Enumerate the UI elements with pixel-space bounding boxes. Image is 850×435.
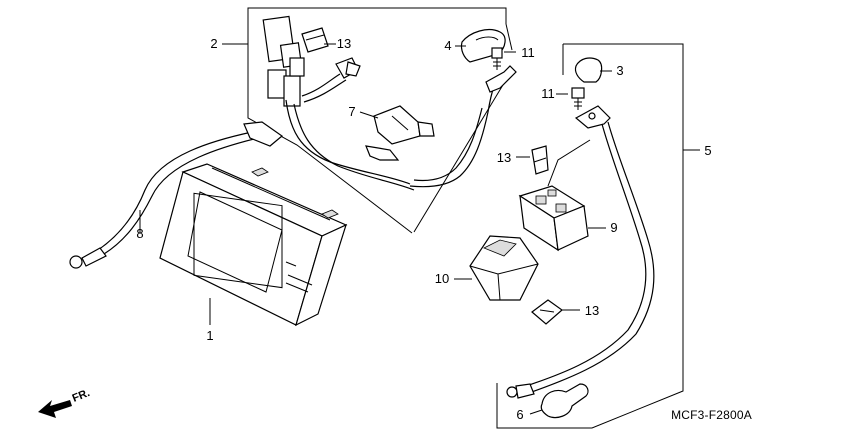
front-arrow-icon: FR. xyxy=(38,387,92,418)
fuse-middle xyxy=(531,145,549,175)
relay-cover xyxy=(469,235,539,301)
terminal-cover-6 xyxy=(540,383,589,419)
positive-cable xyxy=(506,105,655,399)
fuse-top xyxy=(301,27,329,53)
bolt-11-right xyxy=(571,87,585,110)
connector-7 xyxy=(373,105,435,145)
callout-5: 5 xyxy=(704,143,711,158)
callout-2: 2 xyxy=(210,36,217,51)
callout-10: 10 xyxy=(435,271,449,286)
callout-13-top: 13 xyxy=(337,36,351,51)
callout-7: 7 xyxy=(348,104,355,119)
bracket-group-2 xyxy=(247,7,513,234)
starter-relay xyxy=(518,185,589,252)
leader-lines xyxy=(139,43,700,415)
callout-4: 4 xyxy=(444,38,451,53)
callout-13-middle: 13 xyxy=(497,150,511,165)
terminal-cap-3 xyxy=(574,57,603,83)
battery xyxy=(159,163,348,327)
harness xyxy=(262,15,517,191)
callout-9: 9 xyxy=(610,220,617,235)
negative-cable xyxy=(69,121,283,269)
callout-13-bottom: 13 xyxy=(585,303,599,318)
callout-11-right: 11 xyxy=(541,86,555,101)
bolt-11-top xyxy=(491,47,503,70)
fuse-bottom xyxy=(531,299,563,325)
bracket-group-5 xyxy=(496,43,684,429)
front-label: FR. xyxy=(71,387,92,405)
diagram-code: MCF3-F2800A xyxy=(671,408,752,422)
callout-11-top: 11 xyxy=(521,45,535,60)
callout-3: 3 xyxy=(616,63,623,78)
callout-6: 6 xyxy=(516,407,523,422)
callout-8: 8 xyxy=(136,226,143,241)
callout-1: 1 xyxy=(206,328,213,343)
